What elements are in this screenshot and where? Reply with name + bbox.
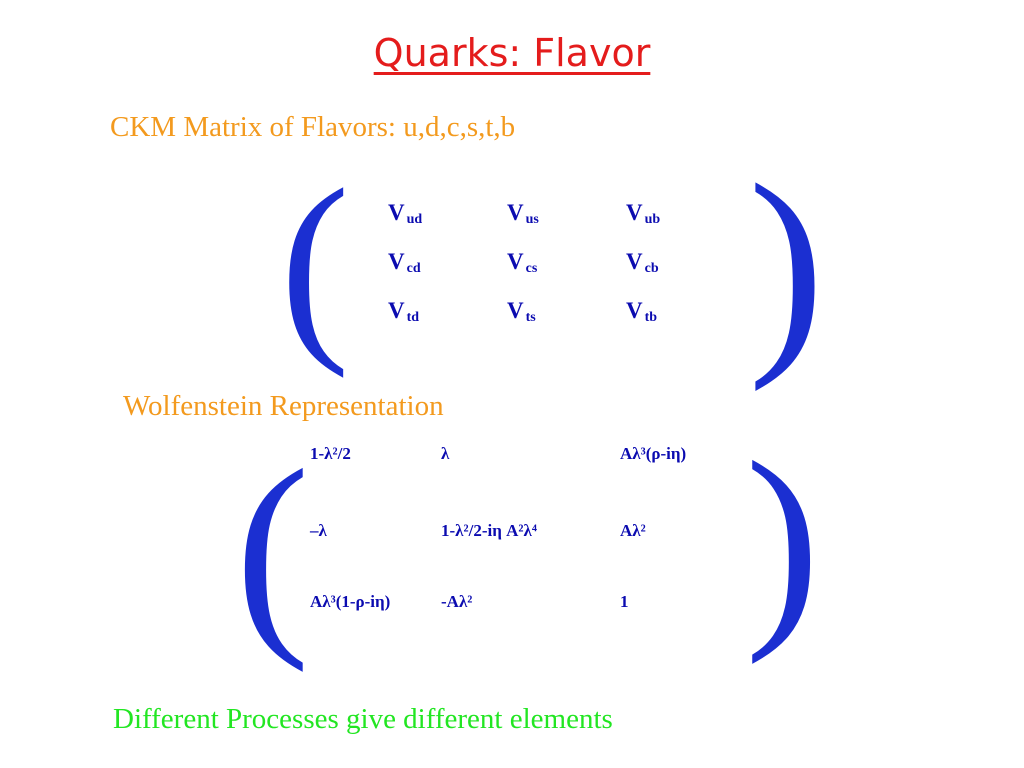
wolf-cell-r2c1: –λ [310,521,327,540]
wolf-cell-r1c2: λ [441,444,450,463]
wolf-cell-r3c3: 1 [620,592,629,611]
ckm-right-paren: ) [748,137,825,392]
wolfenstein-right-paren: ) [745,415,820,665]
wolf-cell-r2c3: Aλ² [620,521,646,540]
slide-title: Quarks: Flavor [373,31,651,75]
ckm-left-paren: ( [280,147,350,379]
wolfenstein-left-paren: ( [235,423,310,673]
wolf-cell-r3c2: -Aλ² [441,592,473,611]
wolf-cell-r2c2: 1-λ²/2-iη A²λ⁴ [441,521,537,540]
wolf-cell-r1c1: 1-λ²/2 [310,444,351,463]
wolf-cell-r3c1: Aλ³(1-ρ-iη) [310,592,391,611]
wolf-cell-r1c3: Aλ³(ρ-iη) [620,444,687,463]
wolfenstein-heading: Wolfenstein Representation [123,390,444,422]
ckm-heading: CKM Matrix of Flavors: u,d,c,s,t,b [110,111,516,143]
footer-note: Different Processes give different eleme… [113,703,613,735]
